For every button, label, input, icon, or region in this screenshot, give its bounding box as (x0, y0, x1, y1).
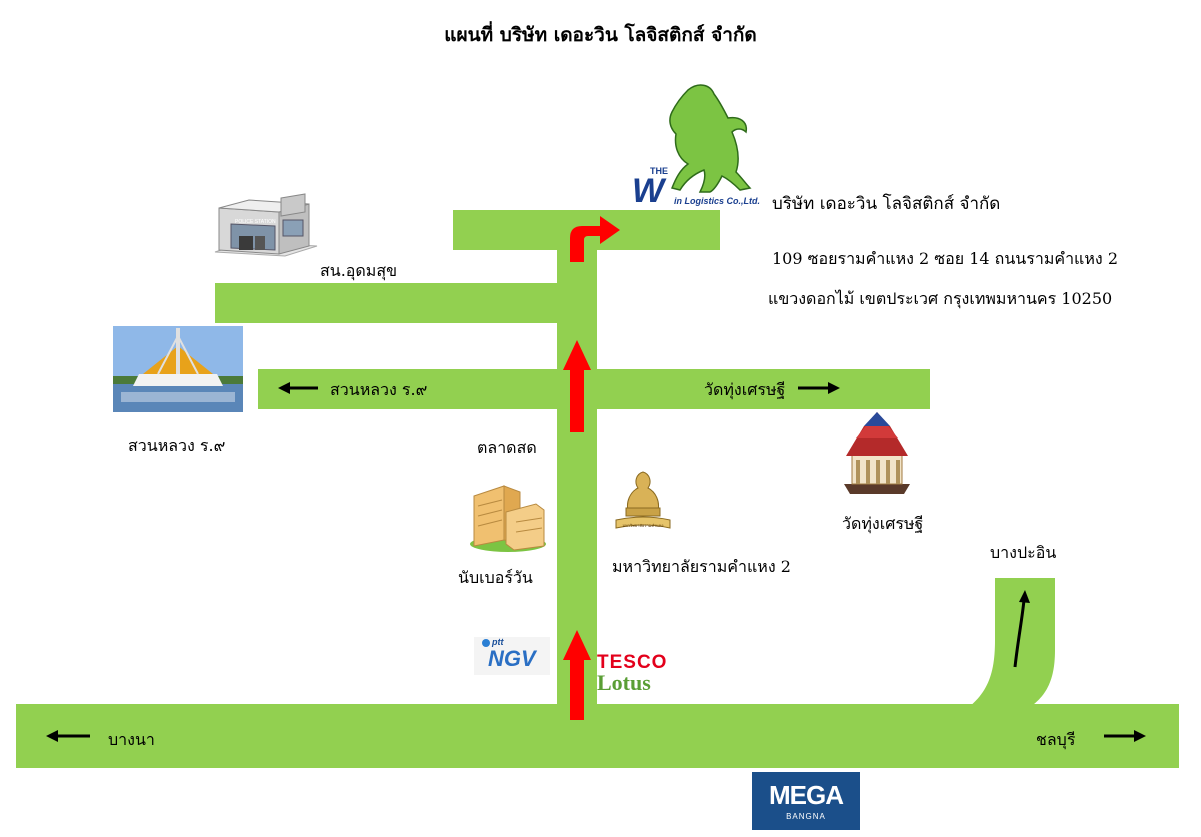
label-park: สวนหลวง ร.๙ (128, 436, 226, 455)
mega-bangna-logo: MEGA BANGNA (752, 772, 860, 830)
label-number-one: นับเบอร์วัน (458, 568, 533, 587)
arrow-left-bangna (46, 730, 90, 742)
arrow-right-temple (798, 382, 840, 394)
police-station-icon: POLICE STATION (205, 190, 318, 270)
tesco-text: TESCO (597, 652, 668, 673)
label-police-station: สน.อุดมสุข (320, 261, 398, 280)
logo-w: W (632, 172, 665, 210)
university-emblem-icon: มหาวิทยาลัยรามคำแหง (612, 468, 674, 538)
horse-icon (669, 84, 752, 193)
label-bang-pa-in: บางปะอิน (990, 543, 1057, 562)
company-address-line1: 109 ซอยรามคำแหง 2 ซอย 14 ถนนรามคำแหง 2 (772, 249, 1118, 268)
logo-the: THE (650, 166, 668, 176)
police-road (215, 283, 557, 323)
tesco-lotus-logo: TESCO Lotus (597, 652, 675, 698)
number-one-building-icon (464, 482, 548, 554)
company-name: บริษัท เดอะวิน โลจิสติกส์ จำกัด (772, 194, 1001, 214)
ramkhamhaeng-2-road (557, 224, 597, 704)
park-image (113, 326, 243, 412)
mega-sub-text: BANGNA (786, 812, 826, 821)
route-arrow-1 (570, 658, 584, 720)
map-title: แผนที่ บริษัท เดอะวิน โลจิสติกส์ จำกัด (444, 24, 757, 46)
label-park-road: สวนหลวง ร.๙ (330, 380, 428, 399)
logo-text: in Logistics Co.,Ltd. (674, 196, 760, 206)
label-market: ตลาดสด (477, 438, 537, 457)
police-sign: POLICE STATION (235, 219, 276, 225)
route-arrow-turn-right (570, 216, 620, 262)
ngv-text: NGV (488, 646, 536, 671)
mega-text: MEGA (769, 780, 844, 810)
company-logo: THE W in Logistics Co.,Ltd. (628, 80, 763, 210)
label-university: มหาวิทยาลัยรามคำแหง 2 (612, 557, 791, 576)
arrow-left-park (278, 382, 318, 394)
label-chonburi: ชลบุรี (1036, 730, 1076, 749)
ptt-text: ptt (492, 637, 504, 647)
university-ribbon: มหาวิทยาลัยรามคำแหง (622, 523, 664, 528)
company-address-line2: แขวงดอกไม้ เขตประเวศ กรุงเทพมหานคร 10250 (768, 289, 1113, 308)
arrow-right-chonburi (1104, 730, 1146, 742)
lotus-text: Lotus (597, 670, 651, 695)
label-temple-road: วัดทุ่งเศรษฐี (704, 380, 786, 399)
ptt-ngv-logo: ptt NGV (474, 637, 550, 675)
route-arrow-2 (570, 368, 584, 432)
label-bang-na: บางนา (108, 730, 155, 749)
temple-icon (842, 408, 912, 496)
label-temple: วัดทุ่งเศรษฐี (842, 514, 924, 533)
arrow-up-bang-pa-in (1013, 590, 1030, 668)
